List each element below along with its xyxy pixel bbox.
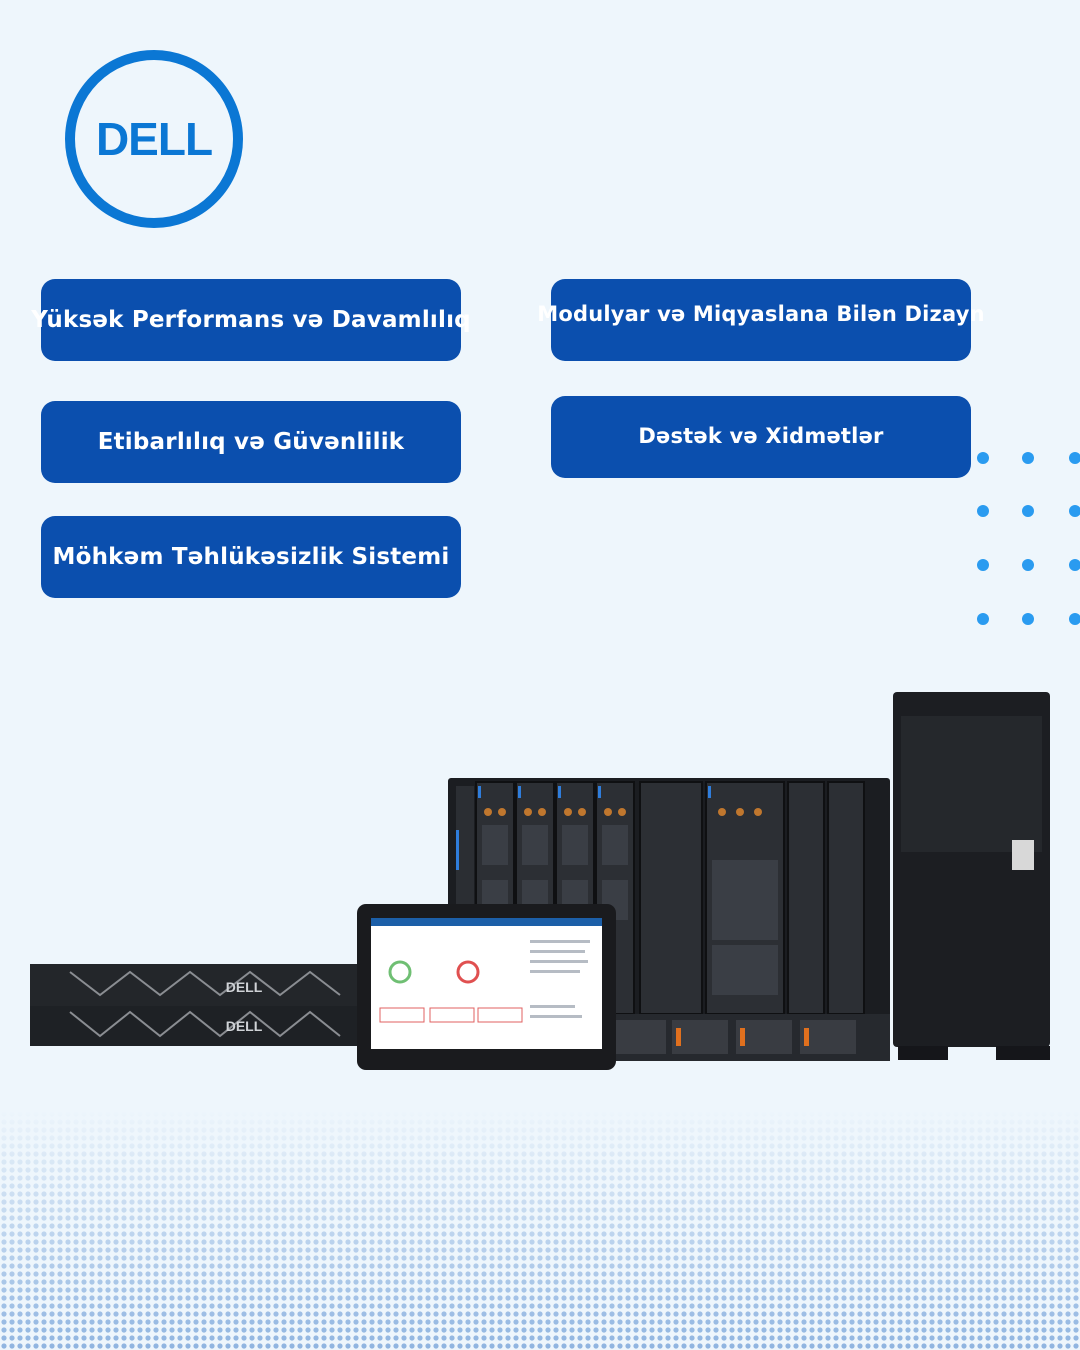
dell-logo: DELL bbox=[65, 50, 243, 228]
feature-label: Etibarlılıq və Güvənlilik bbox=[97, 429, 405, 455]
feature-label: Dəstək və Xidmətlər bbox=[638, 423, 884, 448]
server-products-image: DELL DELL bbox=[30, 692, 1050, 1070]
feature-label: Modulyar və Miqyaslana Bilən Dizayn bbox=[537, 302, 985, 326]
feature-reliability-pill: Etibarlılıq və Güvənlilik bbox=[41, 401, 461, 483]
feature-label: Yüksək Performans və Davamlılıq bbox=[31, 307, 471, 333]
svg-text:DELL: DELL bbox=[96, 113, 212, 165]
feature-support-pill: Dəstək və Xidmətlər bbox=[551, 396, 971, 478]
feature-security-pill: Möhkəm Təhlükəsizlik Sistemi bbox=[41, 516, 461, 598]
feature-performance-pill: Yüksək Performans və Davamlılıq bbox=[31, 279, 471, 361]
feature-modular-design-pill: Modulyar və Miqyaslana Bilən Dizayn bbox=[537, 279, 985, 361]
feature-label: Möhkəm Təhlükəsizlik Sistemi bbox=[52, 544, 450, 570]
decorative-dot-grid bbox=[977, 452, 1080, 625]
halftone-pattern bbox=[0, 1110, 1080, 1350]
svg-text:DELL: DELL bbox=[226, 979, 263, 995]
svg-text:DELL: DELL bbox=[226, 1018, 263, 1034]
